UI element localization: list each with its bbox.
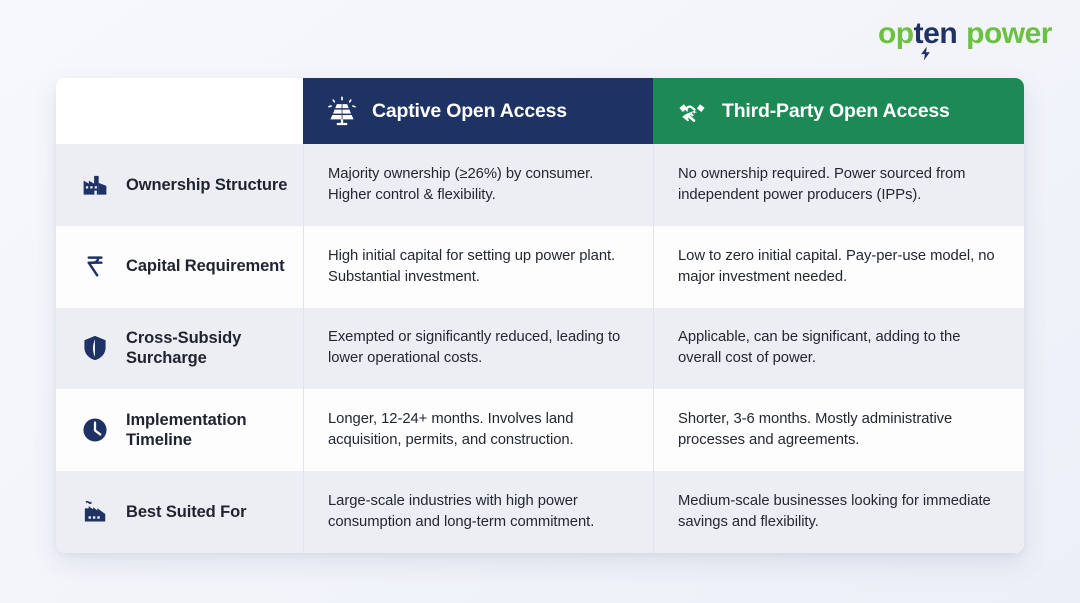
lightning-bolt-icon xyxy=(920,46,930,61)
logo-text-op: op xyxy=(877,17,914,50)
table-row: Ownership Structure Majority ownership (… xyxy=(56,144,1024,226)
table-row: Implementation Timeline Longer, 12-24+ m… xyxy=(56,389,1024,472)
cell-captive: Exempted or significantly reduced, leadi… xyxy=(303,307,653,390)
cell-third-party: Applicable, can be significant, adding t… xyxy=(653,307,1024,390)
row-label-implementation-timeline: Implementation Timeline xyxy=(56,389,303,471)
row-label-capital-requirement: Capital Requirement xyxy=(56,226,303,308)
comparison-table-card: Captive Open Access Third-Party Open Acc… xyxy=(56,78,1024,553)
logo-text-power: power xyxy=(966,17,1052,50)
row-label-ownership-structure: Ownership Structure xyxy=(56,144,303,226)
logo-wordmark-opten: op ten xyxy=(877,17,958,61)
cell-third-party: Shorter, 3-6 months. Mostly administrati… xyxy=(653,389,1024,472)
handshake-icon xyxy=(677,96,707,126)
cell-captive: High initial capital for setting up powe… xyxy=(303,225,653,308)
table-row: Capital Requirement High initial capital… xyxy=(56,225,1024,308)
cell-third-party: Medium-scale businesses looking for imme… xyxy=(653,471,1024,553)
cell-captive: Majority ownership (≥26%) by consumer. H… xyxy=(303,144,653,226)
row-label-text: Best Suited For xyxy=(126,502,247,521)
header-third-party-open-access: Third-Party Open Access xyxy=(653,78,1024,144)
row-label-best-suited-for: Best Suited For xyxy=(56,471,303,553)
header-third-party-label: Third-Party Open Access xyxy=(722,99,950,122)
cell-captive: Longer, 12-24+ months. Involves land acq… xyxy=(303,389,653,472)
header-captive-open-access: Captive Open Access xyxy=(303,78,653,144)
table-row: Cross-Subsidy Surcharge Exempted or sign… xyxy=(56,307,1024,390)
clock-icon xyxy=(80,415,110,445)
factory-icon xyxy=(80,170,110,200)
row-label-cross-subsidy-surcharge: Cross-Subsidy Surcharge xyxy=(56,308,303,390)
logo-text-ten: ten xyxy=(913,17,958,50)
solar-panel-icon xyxy=(327,96,357,126)
cell-captive: Large-scale industries with high power c… xyxy=(303,471,653,553)
table-row: Best Suited For Large-scale industries w… xyxy=(56,471,1024,553)
rupee-icon xyxy=(80,252,110,282)
header-captive-label: Captive Open Access xyxy=(372,99,567,122)
row-label-text: Cross-Subsidy Surcharge xyxy=(126,329,242,368)
row-label-text: Implementation Timeline xyxy=(126,410,247,450)
cell-third-party: Low to zero initial capital. Pay-per-use… xyxy=(653,225,1024,308)
row-label-text: Ownership Structure xyxy=(126,175,288,194)
brand-logo: op ten power xyxy=(877,17,1052,61)
cell-third-party: No ownership required. Power sourced fro… xyxy=(653,144,1024,226)
row-label-text: Capital Requirement xyxy=(126,257,285,276)
table-header-row: Captive Open Access Third-Party Open Acc… xyxy=(56,78,1024,144)
header-blank-cell xyxy=(56,78,303,144)
shield-icon xyxy=(80,333,110,363)
factory-smoke-icon xyxy=(80,497,110,527)
